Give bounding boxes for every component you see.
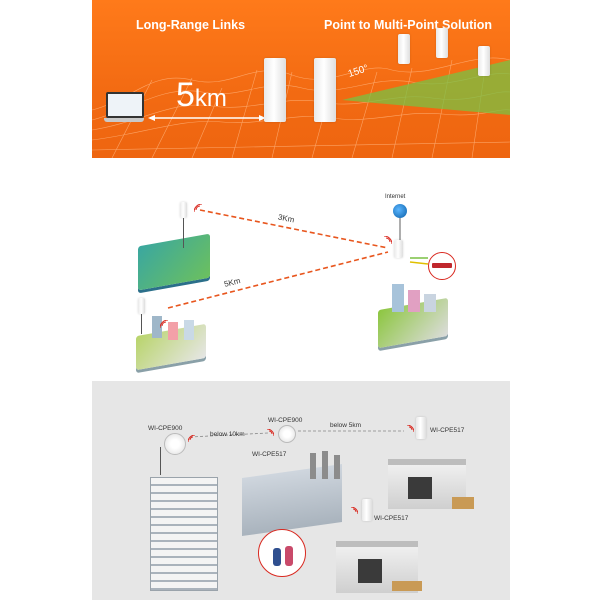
client-antenna-3 bbox=[478, 46, 490, 76]
left-link-antenna bbox=[264, 58, 286, 122]
wifi-signal-icon bbox=[266, 429, 274, 437]
wifi-signal-icon bbox=[194, 204, 203, 213]
right-device-label: WI-CPE517 bbox=[430, 427, 465, 434]
network-diagram: Internet 3Km 5Km bbox=[92, 180, 510, 380]
cpe900-center-dish bbox=[278, 425, 296, 443]
bottom-left-antenna bbox=[138, 298, 145, 314]
wifi-signal-icon bbox=[188, 435, 196, 443]
cpe517-right-antenna bbox=[416, 417, 426, 439]
top-left-mast bbox=[183, 218, 184, 248]
urban-building-b bbox=[168, 322, 178, 340]
deployment-scene: WI-CPE900 WI-CPE900 WI-CPE517 below 10km… bbox=[92, 381, 510, 600]
warehouse-lower-door bbox=[358, 559, 382, 583]
factory-chimney-2 bbox=[322, 451, 328, 479]
base-station-antenna bbox=[314, 58, 336, 122]
people-callout bbox=[258, 529, 306, 577]
person-figure bbox=[273, 548, 281, 566]
bottom-left-mast bbox=[141, 314, 142, 334]
factory-chimney-3 bbox=[334, 455, 340, 479]
hub-building-b bbox=[408, 290, 420, 312]
wifi-signal-icon bbox=[406, 425, 414, 433]
wifi-signal-icon bbox=[160, 320, 169, 329]
device-center-label: WI-CPE900 bbox=[268, 417, 303, 424]
hero-banner: Long-Range Links Point to Multi-Point So… bbox=[92, 0, 510, 158]
center-sub-label: WI-CPE517 bbox=[252, 451, 287, 458]
lower-device-label: WI-CPE517 bbox=[374, 515, 409, 522]
link-left-label: below 10km bbox=[210, 431, 245, 438]
left-banner-title: Long-Range Links bbox=[136, 18, 246, 32]
switch-callout bbox=[428, 252, 456, 280]
client-antenna-2 bbox=[436, 28, 448, 58]
distance-number: 5 bbox=[176, 76, 195, 114]
link-line-2 bbox=[167, 251, 389, 309]
cpe517-lower-antenna bbox=[362, 499, 372, 521]
client-antenna-1 bbox=[398, 34, 410, 64]
distance-unit: km bbox=[194, 85, 227, 112]
hub-antenna bbox=[394, 240, 403, 258]
link-right-label: below 5km bbox=[330, 422, 362, 429]
device-left-label: WI-CPE900 bbox=[148, 425, 183, 432]
urban-building-c bbox=[184, 320, 194, 340]
network-switch bbox=[432, 263, 452, 268]
globe-icon bbox=[393, 204, 407, 218]
cargo-boxes bbox=[392, 581, 422, 591]
internet-label: Internet bbox=[385, 194, 406, 200]
left-dish-mast bbox=[160, 447, 161, 475]
laptop-icon bbox=[104, 92, 144, 122]
wifi-signal-icon bbox=[383, 236, 392, 245]
urban-building-a bbox=[152, 316, 162, 338]
cpe900-left-dish bbox=[164, 433, 186, 455]
person-figure bbox=[285, 546, 293, 566]
office-tower bbox=[150, 477, 218, 591]
wifi-signal-icon bbox=[350, 507, 358, 515]
terrain-graphic bbox=[92, 54, 510, 158]
factory-chimney-1 bbox=[310, 453, 316, 479]
coverage-sector bbox=[342, 60, 510, 115]
warehouse-right-door bbox=[408, 477, 432, 499]
bottom-link-lines bbox=[189, 430, 404, 438]
top-left-antenna bbox=[180, 202, 187, 218]
cargo-boxes bbox=[452, 497, 474, 509]
hub-building-c bbox=[424, 294, 436, 312]
right-banner-title: Point to Multi-Point Solution bbox=[324, 18, 493, 32]
hub-building-a bbox=[392, 284, 404, 312]
distance-value: 5km bbox=[176, 76, 227, 115]
